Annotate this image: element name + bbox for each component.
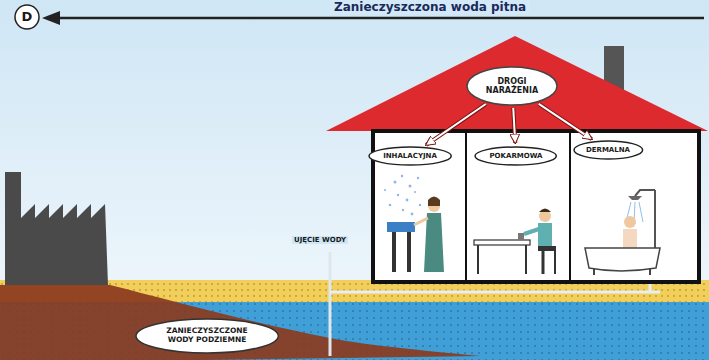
arrow-line xyxy=(513,108,515,143)
well-pipe xyxy=(329,252,332,356)
dermal-scene xyxy=(585,190,660,275)
house-walls xyxy=(373,131,699,282)
arrow-line xyxy=(513,108,515,143)
ingestion-scene xyxy=(474,209,556,275)
pollution-plume xyxy=(0,285,480,360)
exposure-ellipse: DROGI NARAŻENIA xyxy=(466,66,558,106)
node-text: D xyxy=(22,10,33,25)
exposure-arrow xyxy=(513,108,515,143)
roof xyxy=(326,36,708,131)
arrow-line xyxy=(539,104,592,139)
room-wall xyxy=(569,131,571,282)
title-fragment: Zanieczyszczona woda pitna xyxy=(330,0,530,14)
route-ellipse: DERMALNA xyxy=(573,140,644,160)
pollution-ellipse: ZANIECZYSZCZONE WODY PODZIEMNE xyxy=(135,318,279,354)
letter-circle: D xyxy=(14,4,40,30)
arrow-line xyxy=(52,17,704,20)
route-ellipse: INHALACYJNA xyxy=(368,146,452,166)
supply-pipe xyxy=(330,291,660,294)
arrow-line xyxy=(539,104,592,139)
node-text: DROGI NARAŻENIA xyxy=(483,77,541,95)
node-text: INHALACYJNA xyxy=(383,152,437,160)
node-text: DERMALNA xyxy=(586,146,630,154)
exposure-arrow xyxy=(539,104,592,139)
arrowhead xyxy=(42,11,60,25)
route-ellipse: POKARMOWA xyxy=(474,146,557,166)
room-wall xyxy=(465,131,467,282)
exposure-arrow xyxy=(426,104,485,145)
intake-label: UJĘCIE WODY xyxy=(292,236,348,244)
factory-chimney xyxy=(5,172,21,285)
factory xyxy=(21,204,108,285)
node-text: POKARMOWA xyxy=(489,152,542,160)
arrow-line xyxy=(426,104,485,145)
node-text: ZANIECZYSZCZONE WODY PODZIEMNE xyxy=(159,327,255,344)
arrow-line xyxy=(426,104,485,145)
inhalation-scene xyxy=(384,175,444,272)
